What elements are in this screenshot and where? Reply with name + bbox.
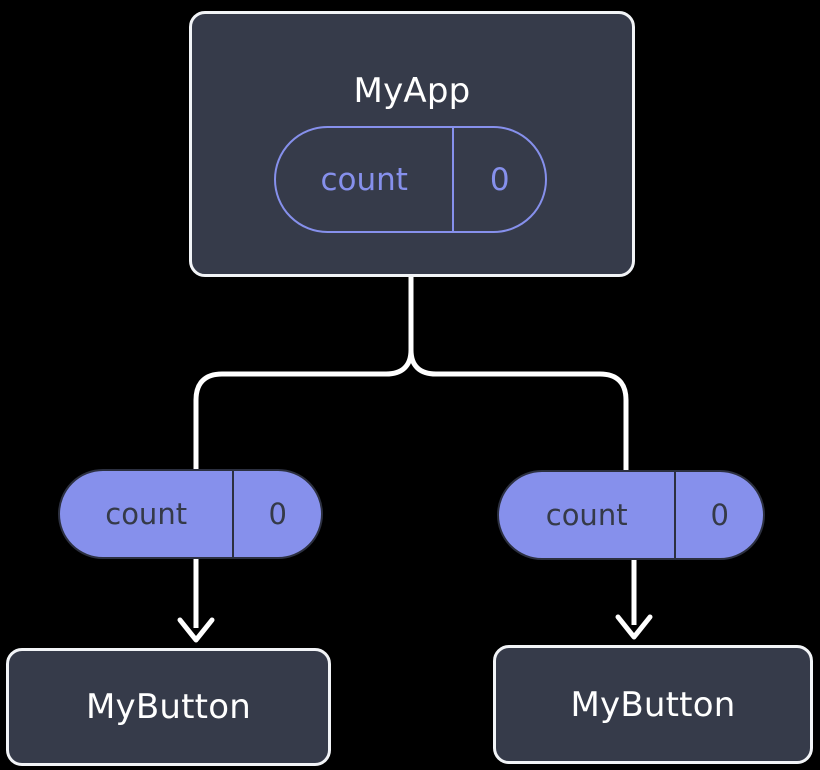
state-key-label: count xyxy=(320,161,408,198)
component-label-mybutton: MyButton xyxy=(86,687,251,727)
arrow-head-left xyxy=(177,617,215,643)
arrow-head-right xyxy=(615,614,653,640)
state-value-label: 0 xyxy=(232,471,321,557)
branch-connector-path xyxy=(408,274,629,473)
state-key-label: count xyxy=(105,497,188,531)
state-pill-branch-left[interactable]: count 0 xyxy=(58,469,323,559)
component-label-mybutton: MyButton xyxy=(570,684,736,725)
component-label-myapp: MyApp xyxy=(353,71,471,111)
branch-connector-path xyxy=(193,347,414,473)
state-value-label: 0 xyxy=(674,472,763,558)
component-box-mybutton-right[interactable]: MyButton xyxy=(493,645,813,764)
state-pill-branch-right[interactable]: count 0 xyxy=(497,470,765,560)
state-key-label: count xyxy=(545,498,628,532)
state-value-label: 0 xyxy=(452,128,545,231)
state-pill-myapp[interactable]: count 0 xyxy=(274,126,547,233)
component-box-mybutton-left[interactable]: MyButton xyxy=(6,648,331,766)
